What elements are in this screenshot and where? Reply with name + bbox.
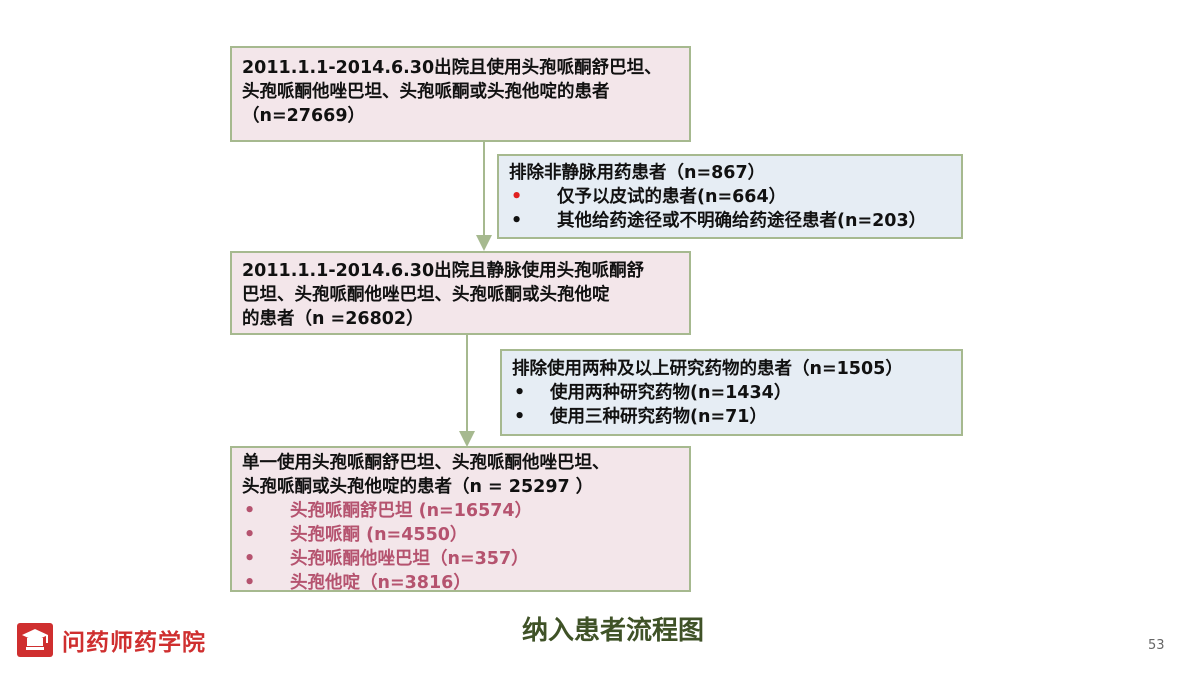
bullet-icon: •	[244, 573, 256, 593]
drug-item-text: 头孢他啶（n=3816）	[290, 573, 471, 593]
bullet-icon: •	[511, 211, 523, 231]
bullet-icon: •	[511, 187, 523, 207]
exclusion2-item-two-drugs: • 使用两种研究药物(n=1434）	[512, 381, 951, 405]
page-number: 53	[1148, 638, 1165, 653]
slide-caption: 纳入患者流程图	[521, 616, 704, 646]
box2-line-1: 2011.1.1-2014.6.30出院且静脉使用头孢哌酮舒	[242, 261, 645, 281]
flow-box-initial: 2011.1.1-2014.6.30出院且使用头孢哌酮舒巴坦、 头孢哌酮他唑巴坦…	[230, 46, 691, 142]
exclusion1-item-other-route: • 其他给药途径或不明确给药途径患者(n=203）	[509, 209, 951, 233]
exclusion1-item-text: 仅予以皮试的患者(n=664）	[557, 187, 787, 207]
flow-box-single-drug: 单一使用头孢哌酮舒巴坦、头孢哌酮他唑巴坦、 头孢哌酮或头孢他啶的患者（n = 2…	[230, 446, 691, 595]
exclusion1-item-skin-test: • 仅予以皮试的患者(n=664）	[509, 185, 951, 209]
exclusion2-item-text: 使用三种研究药物(n=71）	[550, 407, 767, 427]
drug-item-ceftazidime: • 头孢他啶（n=3816）	[242, 571, 679, 595]
exclusion-box-multi-drug: 排除使用两种及以上研究药物的患者（n=1505） • 使用两种研究药物(n=14…	[500, 349, 963, 436]
bullet-icon: •	[514, 407, 526, 427]
brand-logo-text: 问药师药学院	[62, 630, 206, 656]
box3-line-2: 头孢哌酮或头孢他啶的患者（n = 25297 ）	[242, 477, 594, 497]
bullet-icon: •	[244, 501, 256, 521]
bullet-icon: •	[514, 383, 526, 403]
drug-item-cefoperazone: • 头孢哌酮 (n=4550）	[242, 523, 679, 547]
bullet-icon: •	[244, 549, 256, 569]
exclusion2-title: 排除使用两种及以上研究药物的患者（n=1505）	[512, 359, 903, 379]
box1-line-3: （n=27669）	[242, 106, 366, 126]
box2-line-2: 巴坦、头孢哌酮他唑巴坦、头孢哌酮或头孢他啶	[242, 285, 610, 305]
box1-line-1: 2011.1.1-2014.6.30出院且使用头孢哌酮舒巴坦、	[242, 58, 662, 78]
flow-box-iv-patients: 2011.1.1-2014.6.30出院且静脉使用头孢哌酮舒 巴坦、头孢哌酮他唑…	[230, 251, 691, 335]
exclusion1-title: 排除非静脉用药患者（n=867）	[509, 163, 766, 183]
bullet-icon: •	[244, 525, 256, 545]
box3-line-1: 单一使用头孢哌酮舒巴坦、头孢哌酮他唑巴坦、	[242, 453, 610, 473]
graduation-cap-icon	[17, 623, 53, 657]
drug-item-text: 头孢哌酮他唑巴坦（n=357）	[290, 549, 529, 569]
drug-item-text: 头孢哌酮 (n=4550）	[290, 525, 468, 545]
exclusion1-item-text: 其他给药途径或不明确给药途径患者(n=203）	[557, 211, 927, 231]
drug-item-text: 头孢哌酮舒巴坦 (n=16574）	[290, 501, 533, 521]
exclusion2-item-text: 使用两种研究药物(n=1434）	[550, 383, 792, 403]
drug-item-cefoperazone-sulbactam: • 头孢哌酮舒巴坦 (n=16574）	[242, 499, 679, 523]
box2-line-3: 的患者（n =26802）	[242, 309, 424, 329]
brand-logo: 问药师药学院	[16, 622, 206, 658]
drug-item-cefoperazone-tazobactam: • 头孢哌酮他唑巴坦（n=357）	[242, 547, 679, 571]
exclusion-box-non-iv: 排除非静脉用药患者（n=867） • 仅予以皮试的患者(n=664） • 其他给…	[497, 154, 963, 239]
box1-line-2: 头孢哌酮他唑巴坦、头孢哌酮或头孢他啶的患者	[242, 82, 610, 102]
exclusion2-item-three-drugs: • 使用三种研究药物(n=71）	[512, 405, 951, 429]
